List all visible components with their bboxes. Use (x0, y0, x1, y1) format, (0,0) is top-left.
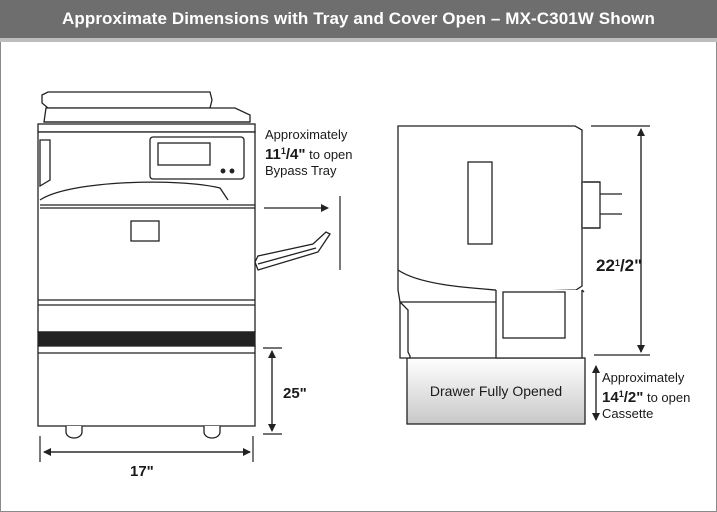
cassette-value-whole: 14 (602, 389, 619, 406)
side-height-num: 1 (614, 258, 620, 268)
bypass-label-line3: Bypass Tray (265, 163, 337, 178)
cassette-label-line1: Approximately (602, 370, 685, 385)
width-label: 17" (130, 463, 154, 480)
side-dimension-lines (591, 125, 650, 421)
cassette-label: Approximately 141/2" to open Cassette (602, 370, 712, 422)
side-panel (502, 291, 566, 339)
black-band (37, 331, 256, 347)
height-label: 25" (283, 385, 307, 402)
document-feeder (41, 91, 213, 109)
cassette-label-line3: Cassette (602, 406, 654, 421)
side-view-printer (397, 125, 622, 425)
bypass-value-whole: 11 (265, 146, 281, 163)
page-title: Approximate Dimensions with Tray and Cov… (61, 9, 655, 28)
drawer-label: Drawer Fully Opened (429, 383, 563, 399)
side-height-den: 2" (624, 256, 643, 275)
bypass-label-line1: Approximately (265, 127, 348, 142)
front-view-printer (37, 91, 331, 439)
bypass-value-num: 1 (280, 146, 286, 156)
cassette-label-suffix: to open (646, 390, 691, 405)
caster-left (65, 426, 83, 439)
panel-button-icon (220, 168, 226, 174)
caster-right (203, 426, 221, 439)
side-height-label: 221/2" (596, 256, 643, 275)
bypass-label: Approximately 111/4" to open Bypass Tray (265, 127, 385, 179)
bypass-tray (254, 231, 331, 271)
side-slot (467, 161, 493, 245)
cassette-value-num: 1 (618, 389, 624, 399)
feeder-base (43, 107, 251, 123)
cassette-value-den: 2" (627, 389, 644, 406)
bypass-label-suffix: to open (309, 147, 353, 162)
stand-cabinet (37, 345, 256, 427)
side-bypass-tray (581, 181, 601, 229)
front-dimension-lines (39, 196, 341, 462)
door-handle (130, 220, 160, 242)
panel-display (157, 142, 211, 166)
bypass-value-den: 4" (290, 146, 306, 163)
scanner-bed (37, 123, 256, 133)
title-bar: Approximate Dimensions with Tray and Cov… (0, 0, 717, 42)
side-height-whole: 22 (596, 256, 615, 275)
